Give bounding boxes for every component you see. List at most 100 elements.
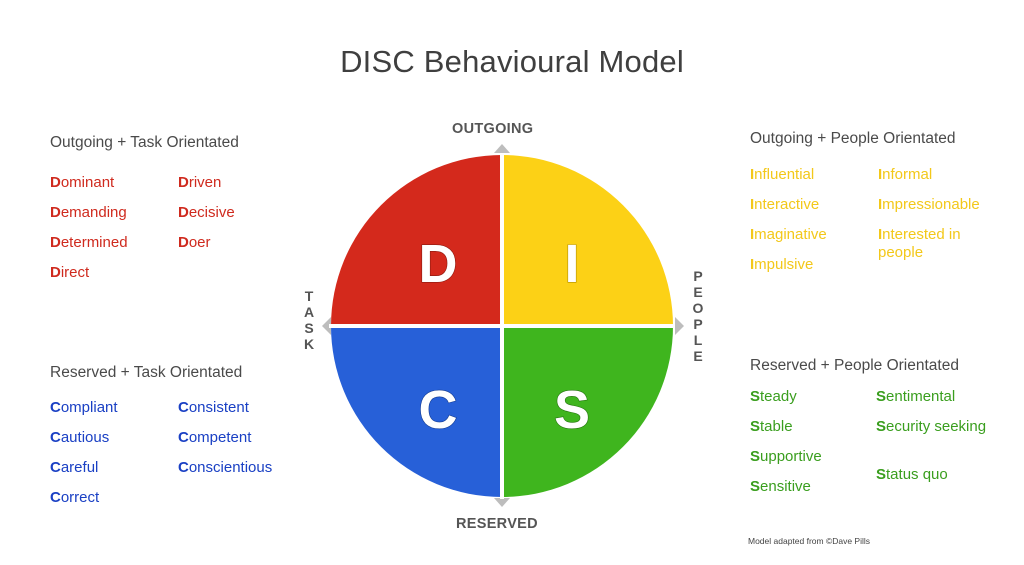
trait-word: Influential (750, 166, 878, 196)
trait-rest: tatus quo (886, 466, 948, 483)
trait-initial: I (750, 256, 755, 273)
axis-letter: P (693, 316, 703, 332)
arrow-right-icon (675, 317, 684, 335)
trait-initial: D (50, 174, 61, 191)
trait-initial: I (878, 196, 883, 213)
trait-word: Interested in people (878, 226, 990, 274)
group-outgoing-people: Outgoing + People Orientated Influential… (750, 130, 980, 273)
quadrant-letter-i: I (564, 234, 579, 294)
trait-initial: D (178, 204, 189, 221)
arrow-down-icon (494, 498, 510, 507)
trait-rest: ompetent (188, 429, 252, 446)
trait-rest: areful (60, 459, 99, 476)
trait-word: Compliant (50, 399, 178, 429)
trait-rest: irect (60, 264, 90, 281)
trait-rest: onsistent (188, 399, 249, 416)
trait-initial: S (750, 448, 761, 465)
quadrant-letter-s: S (554, 380, 590, 440)
trait-rest: etermined (60, 234, 128, 251)
axis-letter: T (304, 288, 314, 304)
trait-rest: ecurity seeking (886, 418, 987, 435)
trait-rest: ompliant (60, 399, 118, 416)
trait-initial: D (50, 264, 61, 281)
trait-rest: nfluential (754, 166, 815, 183)
trait-rest: teady (760, 388, 797, 405)
quadrant-letter-d: D (419, 234, 458, 294)
quadrant-letter-c: C (419, 380, 458, 440)
trait-initial: C (50, 459, 61, 476)
trait-initial: C (50, 489, 61, 506)
trait-rest: onscientious (188, 459, 273, 476)
trait-rest: oer (188, 234, 211, 251)
trait-rest: autious (60, 429, 110, 446)
trait-initial: S (876, 388, 887, 405)
quadrant-s (502, 326, 673, 497)
trait-word: Impressionable (878, 196, 990, 226)
trait-initial: C (50, 429, 61, 446)
trait-rest: mpulsive (754, 256, 814, 273)
axis-label-reserved: RESERVED (456, 516, 538, 532)
trait-word: Steady (750, 388, 876, 418)
trait-word: Stable (750, 418, 876, 448)
trait-word: Determined (50, 234, 178, 264)
axis-letter: A (303, 304, 315, 320)
trait-initial: D (178, 174, 189, 191)
trait-rest: nterested in people (878, 226, 961, 261)
trait-initial: D (50, 234, 61, 251)
trait-rest: mpressionable (882, 196, 980, 213)
group-title: Reserved + Task Orientated (50, 364, 243, 381)
trait-initial: S (750, 388, 761, 405)
axis-letter: S (304, 320, 314, 336)
trait-word: Imaginative (750, 226, 878, 256)
trait-initial: C (178, 429, 189, 446)
trait-word: Consistent (178, 399, 272, 429)
trait-initial: I (878, 166, 883, 183)
axis-letter: P (693, 268, 703, 284)
quadrant-c (331, 326, 502, 497)
quadrant-i (502, 155, 673, 326)
trait-word: Competent (178, 429, 272, 459)
trait-word: Impulsive (750, 256, 878, 286)
axis-letter: O (692, 300, 704, 316)
trait-word: Correct (50, 489, 178, 519)
axis-letter: K (303, 336, 315, 352)
page-title: DISC Behavioural Model (340, 44, 684, 79)
trait-rest: emanding (60, 204, 127, 221)
trait-word: Status quo (876, 466, 988, 496)
trait-word: Sentimental (876, 388, 988, 418)
trait-word: Dominant (50, 174, 178, 204)
trait-word: Driven (178, 174, 235, 204)
group-title: Outgoing + People Orientated (750, 130, 956, 147)
trait-rest: riven (188, 174, 222, 191)
axis-letter: E (693, 348, 703, 364)
arrow-left-icon (322, 317, 331, 335)
trait-initial: D (178, 234, 189, 251)
trait-initial: I (750, 166, 755, 183)
axis-label-outgoing: OUTGOING (452, 121, 534, 137)
credit-note: Model adapted from ©Dave Pills (748, 536, 871, 546)
trait-initial: I (750, 226, 755, 243)
trait-initial: S (750, 418, 761, 435)
trait-rest: upportive (760, 448, 822, 465)
trait-initial: S (876, 418, 887, 435)
axis-letter: L (693, 332, 703, 348)
trait-rest: nteractive (754, 196, 820, 213)
trait-rest: maginative (754, 226, 827, 243)
trait-initial: S (750, 478, 761, 495)
trait-initial: I (878, 226, 883, 243)
trait-word: Cautious (50, 429, 178, 459)
trait-word: Direct (50, 264, 178, 294)
trait-word: Demanding (50, 204, 178, 234)
trait-word: Interactive (750, 196, 878, 226)
trait-word: Informal (878, 166, 990, 196)
trait-initial: I (750, 196, 755, 213)
trait-initial: C (178, 399, 189, 416)
trait-word: Sensitive (750, 478, 876, 508)
group-title: Outgoing + Task Orientated (50, 134, 239, 151)
